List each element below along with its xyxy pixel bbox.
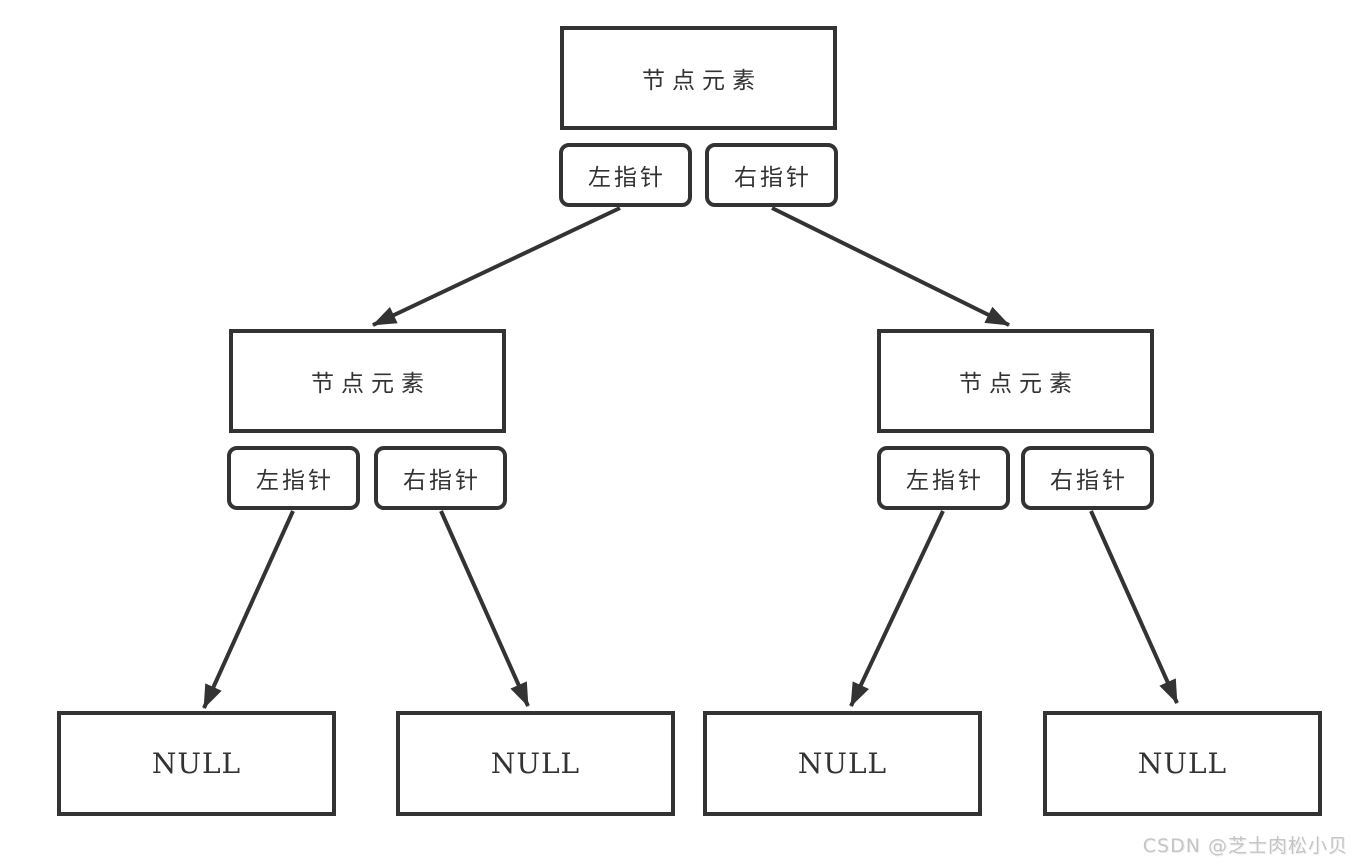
arrow-rightchild-right-to-null4 — [1089, 510, 1179, 704]
left-child-left-pointer-box: 左指针 — [227, 446, 360, 510]
null-box-3: NULL — [703, 711, 982, 816]
root-left-pointer-label: 左指针 — [588, 165, 666, 191]
right-child-node-box: 节点元素 — [877, 329, 1154, 433]
right-child-left-pointer-label: 左指针 — [906, 468, 984, 494]
null-label-1: NULL — [151, 747, 242, 780]
arrow-leftchild-left-to-null1 — [202, 510, 295, 709]
left-child-node-label: 节点元素 — [311, 371, 431, 397]
left-child-left-pointer-label: 左指针 — [256, 468, 334, 494]
root-node-box: 节点元素 — [560, 26, 837, 130]
left-child-right-pointer-label: 右指针 — [403, 468, 481, 494]
null-label-2: NULL — [490, 747, 581, 780]
null-box-4: NULL — [1043, 711, 1322, 816]
null-box-1: NULL — [57, 711, 336, 816]
right-child-right-pointer-box: 右指针 — [1021, 446, 1154, 510]
null-label-4: NULL — [1137, 747, 1228, 780]
null-box-2: NULL — [396, 711, 675, 816]
root-right-pointer-box: 右指针 — [705, 143, 838, 207]
arrow-leftchild-right-to-null2 — [439, 510, 530, 707]
arrow-root-left-to-left-child — [372, 206, 621, 327]
root-left-pointer-box: 左指针 — [559, 143, 692, 207]
left-child-right-pointer-box: 右指针 — [374, 446, 507, 510]
right-child-node-label: 节点元素 — [959, 371, 1079, 397]
watermark: CSDN @芝士肉松小贝 — [1142, 835, 1348, 857]
arrow-root-right-to-right-child — [771, 206, 1010, 327]
null-label-3: NULL — [797, 747, 888, 780]
root-right-pointer-label: 右指针 — [734, 165, 812, 191]
root-node-label: 节点元素 — [642, 68, 762, 94]
right-child-right-pointer-label: 右指针 — [1050, 468, 1128, 494]
right-child-left-pointer-box: 左指针 — [877, 446, 1010, 510]
left-child-node-box: 节点元素 — [229, 329, 506, 433]
arrow-rightchild-left-to-null3 — [849, 510, 945, 707]
